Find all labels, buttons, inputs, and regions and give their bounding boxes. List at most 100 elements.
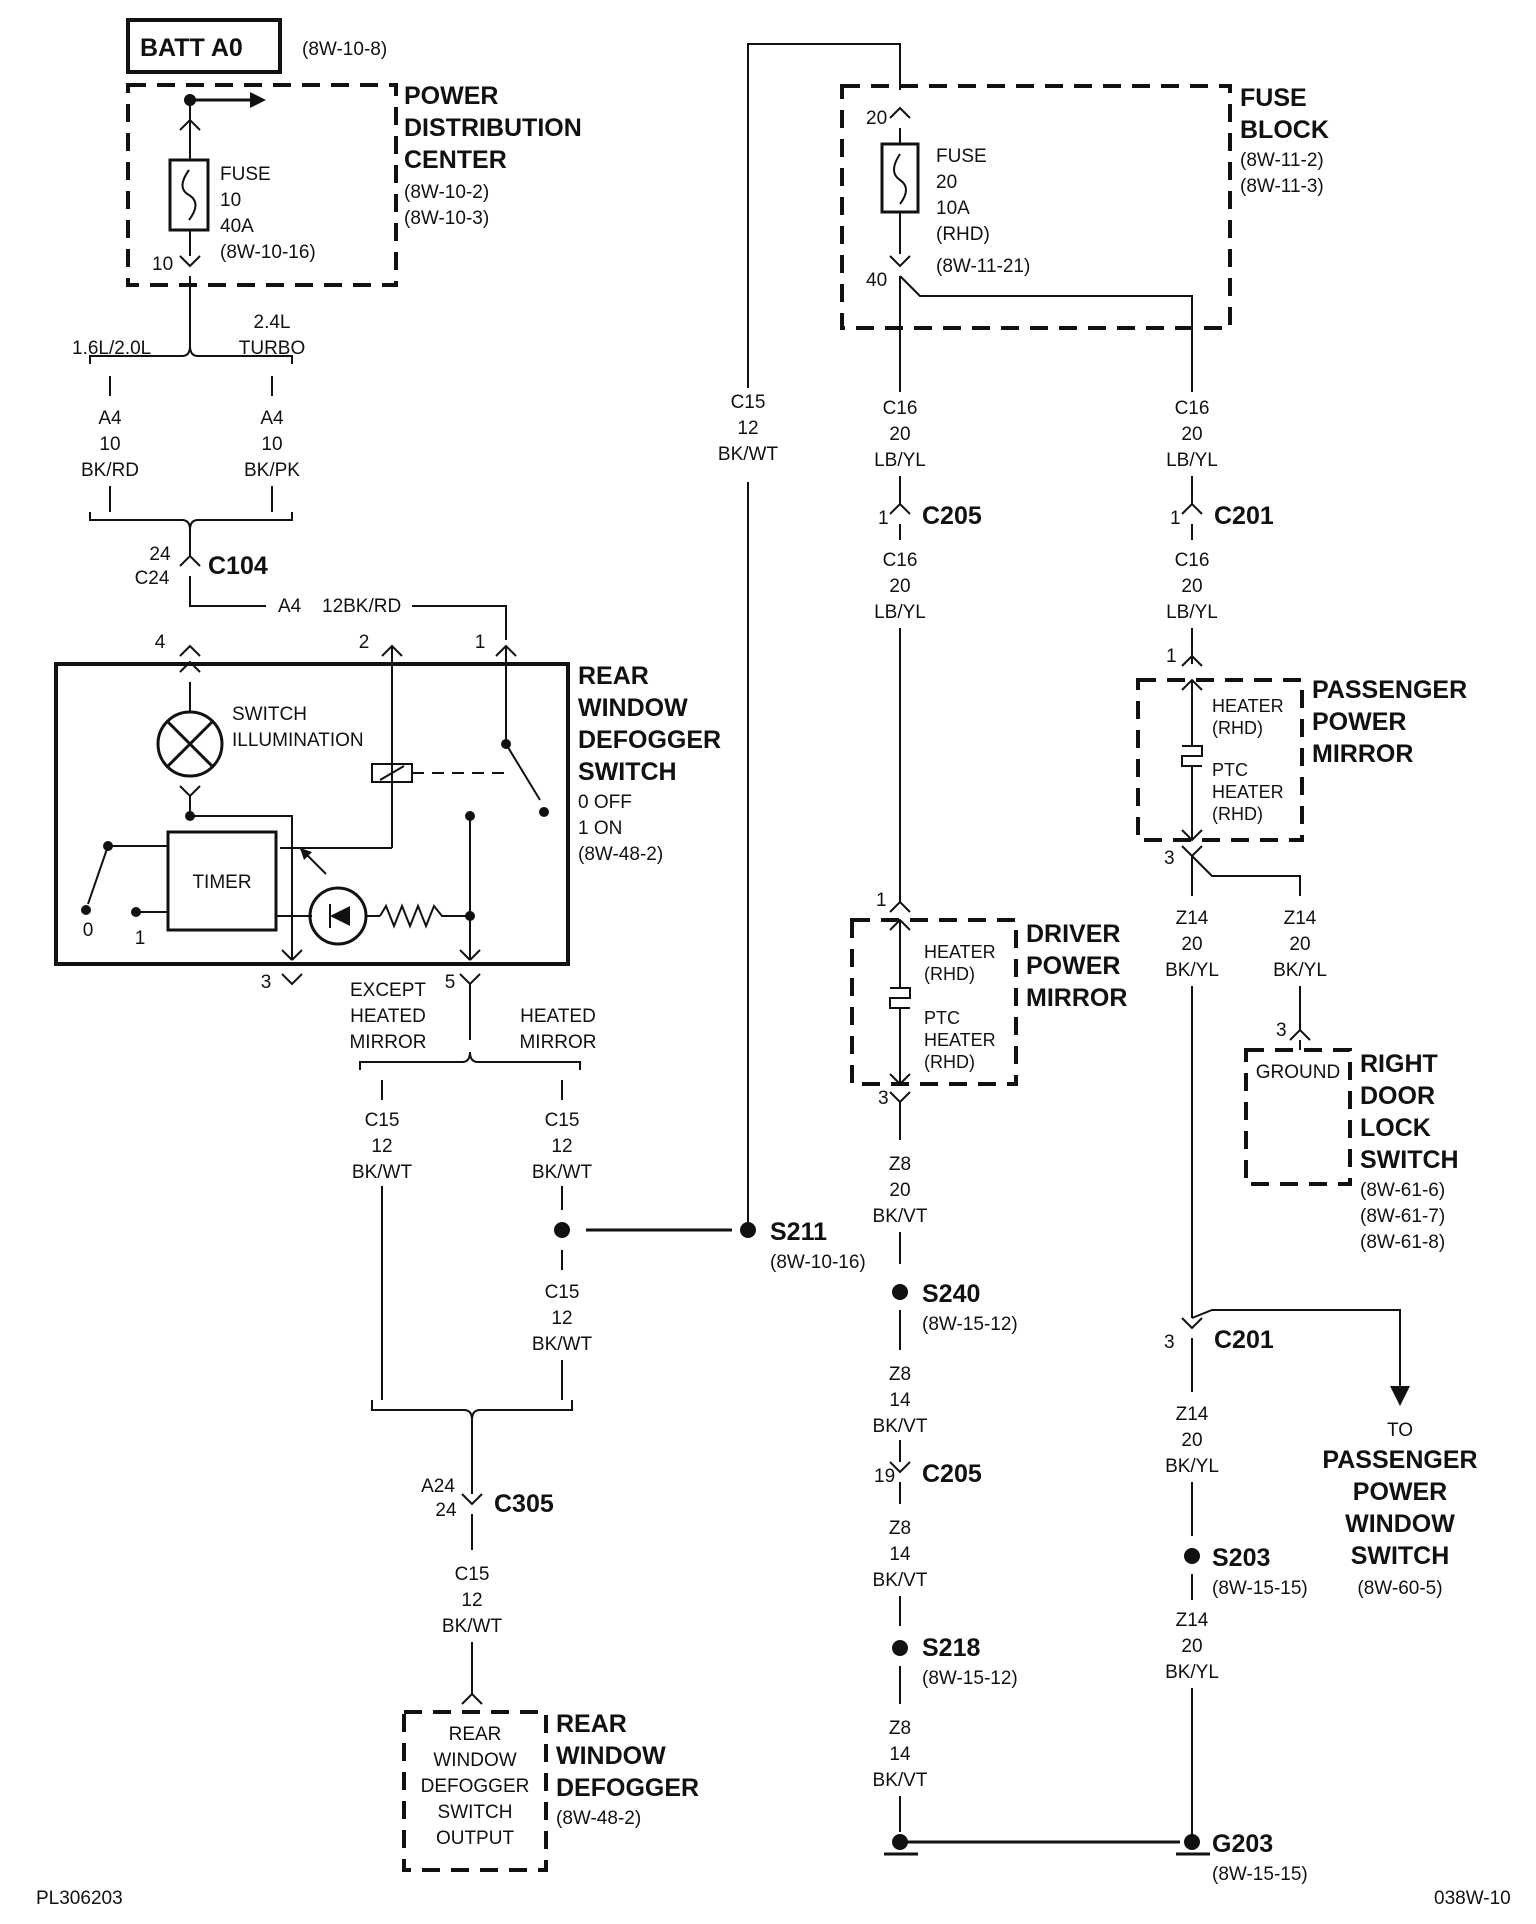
s211-name: S211 [770,1218,827,1246]
a4-left-0: A4 [98,408,122,429]
pm-pin-out: 3 [1164,848,1175,869]
z14-b-2: BK/YL [1273,960,1327,981]
c305-name: C305 [494,1490,554,1518]
a4-right-1: 10 [261,434,282,455]
sw-pin-3: 3 [261,972,272,993]
pdc-title-1: DISTRIBUTION [404,114,582,142]
a4-left-2: BK/RD [81,460,139,481]
dm-ptc-0: PTC [924,1008,960,1028]
switch-ref: (8W-48-2) [578,844,663,865]
dm-title-2: MIRROR [1026,984,1127,1012]
dl-title-2: LOCK [1360,1114,1431,1142]
c104-pin2: C24 [135,568,170,589]
c305-pin2: 24 [435,1500,457,1521]
a4-right-2: BK/PK [244,460,300,481]
pdc-title-2: CENTER [404,146,507,174]
defogger-box-3: SWITCH [438,1802,513,1823]
c15-except-1: 12 [371,1136,392,1157]
c104-pin1: 24 [149,544,171,565]
fb-fuse-3: (RHD) [936,224,990,245]
defogger-box-1: WINDOW [433,1750,516,1771]
pm-title-1: POWER [1312,708,1406,736]
engine-right-bottom: TURBO [239,338,306,359]
pdc-fuse-1: 10 [220,190,241,211]
to-sw-0: TO [1387,1420,1413,1441]
c305-pin1: A24 [421,1476,455,1497]
c15-low-1: 12 [461,1590,482,1611]
c16-b-1: 20 [889,576,910,597]
fb-ref-1: (8W-11-3) [1240,176,1324,197]
z8-d-2: BK/VT [873,1770,928,1791]
s240-ref: (8W-15-12) [922,1314,1018,1335]
defogger-box-4: OUTPUT [436,1828,515,1849]
z8-d-1: 14 [889,1744,911,1765]
dm-heater-1: (RHD) [924,964,975,984]
fb-ref-0: (8W-11-2) [1240,150,1324,171]
fb-fuse-2: 10A [936,198,970,219]
dm-heater-0: HEATER [924,942,996,962]
c16-b-2: LB/YL [874,602,926,623]
g203-ref: (8W-15-15) [1212,1864,1308,1885]
driver-column: C16 20 LB/YL 1 C205 C16 20 LB/YL 1 [874,398,982,913]
sw-illum-1: ILLUMINATION [232,730,364,751]
z14-c-2: BK/YL [1165,1456,1219,1477]
z8-d-0: Z8 [889,1718,911,1739]
z14-c-1: 20 [1181,1430,1202,1451]
footer-left: PL306203 [36,1888,123,1909]
c16-c-2: LB/YL [1166,450,1218,471]
dl-ref-1: (8W-61-7) [1360,1206,1445,1227]
z14-a-0: Z14 [1176,908,1209,929]
s203-name: S203 [1212,1544,1270,1572]
z14-b-1: 20 [1289,934,1310,955]
dm-ptc-2: (RHD) [924,1052,975,1072]
s203-ref: (8W-15-15) [1212,1578,1308,1599]
switch-title-0: REAR [578,662,649,690]
c16-d-0: C16 [1175,550,1210,571]
s211-ref: (8W-10-16) [770,1252,866,1273]
c15-except-0: C15 [365,1110,400,1131]
c201-name-b: C201 [1214,1326,1274,1354]
pdc-fuse-2: 40A [220,216,254,237]
fb-title-1: BLOCK [1240,116,1329,144]
sw-pin-4: 4 [155,632,166,653]
c15-low-0: C15 [455,1564,490,1585]
pm-ptc-2: (RHD) [1212,804,1263,824]
z8-c-0: Z8 [889,1518,911,1539]
arrow-right-icon [250,92,266,108]
c16-d-2: LB/YL [1166,602,1218,623]
c15-mid-1: 12 [551,1308,572,1329]
c16-d-1: 20 [1181,576,1202,597]
passenger-column: C16 20 LB/YL 1 C201 C16 20 LB/YL 1 [1166,398,1274,667]
fb-fuse-1: 20 [936,172,957,193]
dl-title-0: RIGHT [1360,1050,1438,1078]
c201-pin: 1 [1170,508,1181,529]
rear-window-defogger: REAR WINDOW DEFOGGER SWITCH OUTPUT REAR … [402,1710,699,1872]
z14-c-0: Z14 [1176,1404,1209,1425]
z8-a-1: 20 [889,1180,910,1201]
z8-b-1: 14 [889,1390,911,1411]
defogger-box-2: DEFOGGER [421,1776,530,1797]
c15-heated-2: BK/WT [532,1162,593,1183]
branch-except-0: EXCEPT [350,980,426,1001]
c16-b-0: C16 [883,550,918,571]
switch-state-0: 0 OFF [578,792,632,813]
engine-right-top: 2.4L [254,312,291,333]
z14-b-0: Z14 [1284,908,1317,929]
illumination-lamp-icon [156,710,224,778]
pdc-ref-0: (8W-10-2) [404,182,489,203]
fb-fuse-4: (8W-11-21) [936,256,1030,277]
c201-pin2: 3 [1164,1332,1175,1353]
footer-right: 038W-10 [1434,1888,1511,1909]
right-door-lock-switch: GROUND RIGHT DOOR LOCK SWITCH (8W-61-6) … [1244,1040,1459,1253]
batt-label: BATT A0 [140,34,243,62]
defogger-box-0: REAR [449,1724,502,1745]
dm-title-1: POWER [1026,952,1120,980]
passenger-ground-chain: Z14 20 BK/YL Z14 20 BK/YL 3 3 C201 Z14 2… [1164,855,1410,1885]
c205-pin2: 19 [874,1466,895,1487]
pm-pin-in: 1 [1166,646,1177,667]
c15-heated-1: 12 [551,1136,572,1157]
dl-title-3: SWITCH [1360,1146,1459,1174]
pm-title-2: MIRROR [1312,740,1413,768]
pm-heater-0: HEATER [1212,696,1284,716]
